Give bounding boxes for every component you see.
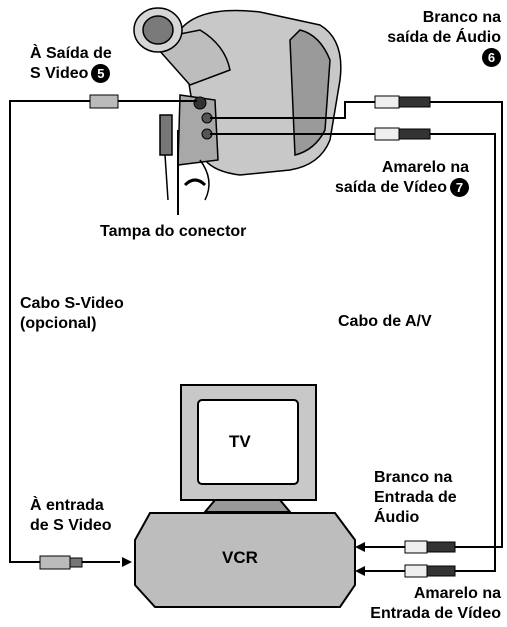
connector-cover-label: Tampa do conector [100,223,247,240]
audio-plug-top-sleeve [398,96,431,108]
s-video-in-label: À entrada de S Video [30,496,112,536]
tv [180,384,317,513]
s-video-plug-bottom [39,555,71,570]
step-badge-7: 7 [450,178,469,198]
s-video-jack [193,96,207,110]
video-plug-top [374,127,400,141]
av-cable [210,101,503,572]
s-video-in-line1: À entrada [30,497,104,514]
tv-label: TV [229,432,251,451]
audio-arrow [355,542,365,552]
s-video-plug-tip [69,557,83,568]
video-in-label: Amarelo na Entrada de Vídeo [370,584,501,624]
s-video-out-line1: À Saída de [30,45,112,62]
av-cable-label: Cabo de A/V [338,313,432,330]
audio-plug-bottom [404,540,428,554]
audio-plug-bottom-sleeve [426,541,456,553]
video-in-line1: Amarelo na [413,585,501,602]
s-video-cable [9,100,197,563]
audio-plug-top [374,95,400,109]
s-video-arrow [122,557,132,567]
audio-in-line2: Entrada de [374,489,457,506]
camcorder [133,7,342,201]
s-video-out-line2: S Video [30,65,89,82]
audio-out-line1: Branco na [422,9,501,26]
s-video-cable-label: Cabo S-Video (opcional) [20,294,124,334]
audio-out-line2: saída de Áudio [387,29,501,46]
vcr [134,512,356,608]
video-out-line2: saída de Vídeo [334,179,447,196]
s-video-in-line2: de S Video [30,517,112,534]
step-badge-5: 5 [91,64,111,84]
s-video-cable-line2: (opcional) [20,315,97,332]
audio-in-line3: Áudio [374,509,420,526]
video-plug-bottom-sleeve [426,565,456,577]
audio-out-label: Branco na saída de Áudio 6 [387,8,501,68]
video-plug-top-sleeve [398,128,431,140]
s-video-plug-top [89,94,119,109]
video-out-line1: Amarelo na [381,159,469,176]
video-arrow [355,566,365,576]
s-video-cable-line1: Cabo S-Video [20,295,124,312]
audio-in-line1: Branco na [374,469,453,486]
vcr-label: VCR [222,548,258,567]
step-badge-6: 6 [482,48,501,68]
audio-in-label: Branco na Entrada de Áudio [374,468,457,528]
video-in-line2: Entrada de Vídeo [370,605,501,622]
video-plug-bottom [404,564,428,578]
